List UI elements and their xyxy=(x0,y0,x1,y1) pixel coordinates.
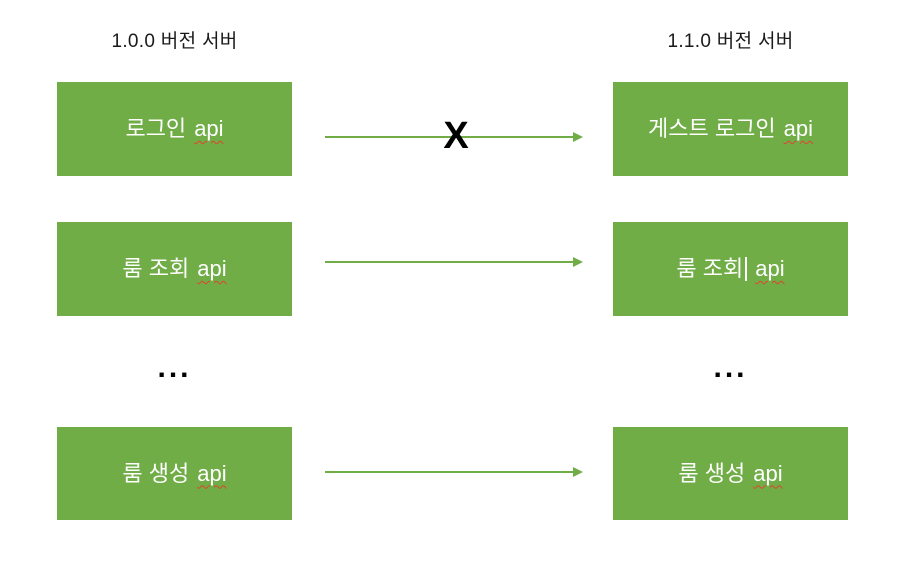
api-box-label: 게스트 로그인 xyxy=(648,116,776,141)
cross-mark: X xyxy=(443,115,469,157)
column-title-v1-server: 1.0.0 버전 서버 xyxy=(111,31,238,52)
api-label: api xyxy=(197,460,227,486)
api-box-label: 룸 생성 xyxy=(122,460,190,486)
ellipsis-v1: ... xyxy=(157,351,192,384)
api-box-label: 로그인 xyxy=(125,116,187,141)
api-box-label: 룸 생성 xyxy=(678,460,746,486)
api-label: api xyxy=(194,116,224,141)
api-label: api xyxy=(783,116,813,141)
column-title-v2-server: 1.1.0 버전 서버 xyxy=(667,31,794,52)
api-box-room-create-v2: 룸 생성 api xyxy=(613,427,848,520)
api-label: api xyxy=(197,256,227,281)
text-caret xyxy=(745,257,748,281)
api-box-room-lookup-v1: 룸 조회 api xyxy=(57,222,292,316)
ellipsis-v2: ... xyxy=(713,351,748,384)
api-box-label: 룸 조회 xyxy=(676,256,744,281)
api-label: api xyxy=(753,460,783,486)
api-label: api xyxy=(755,256,785,281)
api-box-guest-login-v2: 게스트 로그인 api xyxy=(613,82,848,176)
api-box-label: 룸 조회 xyxy=(122,256,190,281)
api-box-room-create-v1: 룸 생성 api xyxy=(57,427,292,520)
api-box-login-v1: 로그인 api xyxy=(57,82,292,176)
api-box-room-lookup-v2: 룸 조회 api xyxy=(613,222,848,316)
